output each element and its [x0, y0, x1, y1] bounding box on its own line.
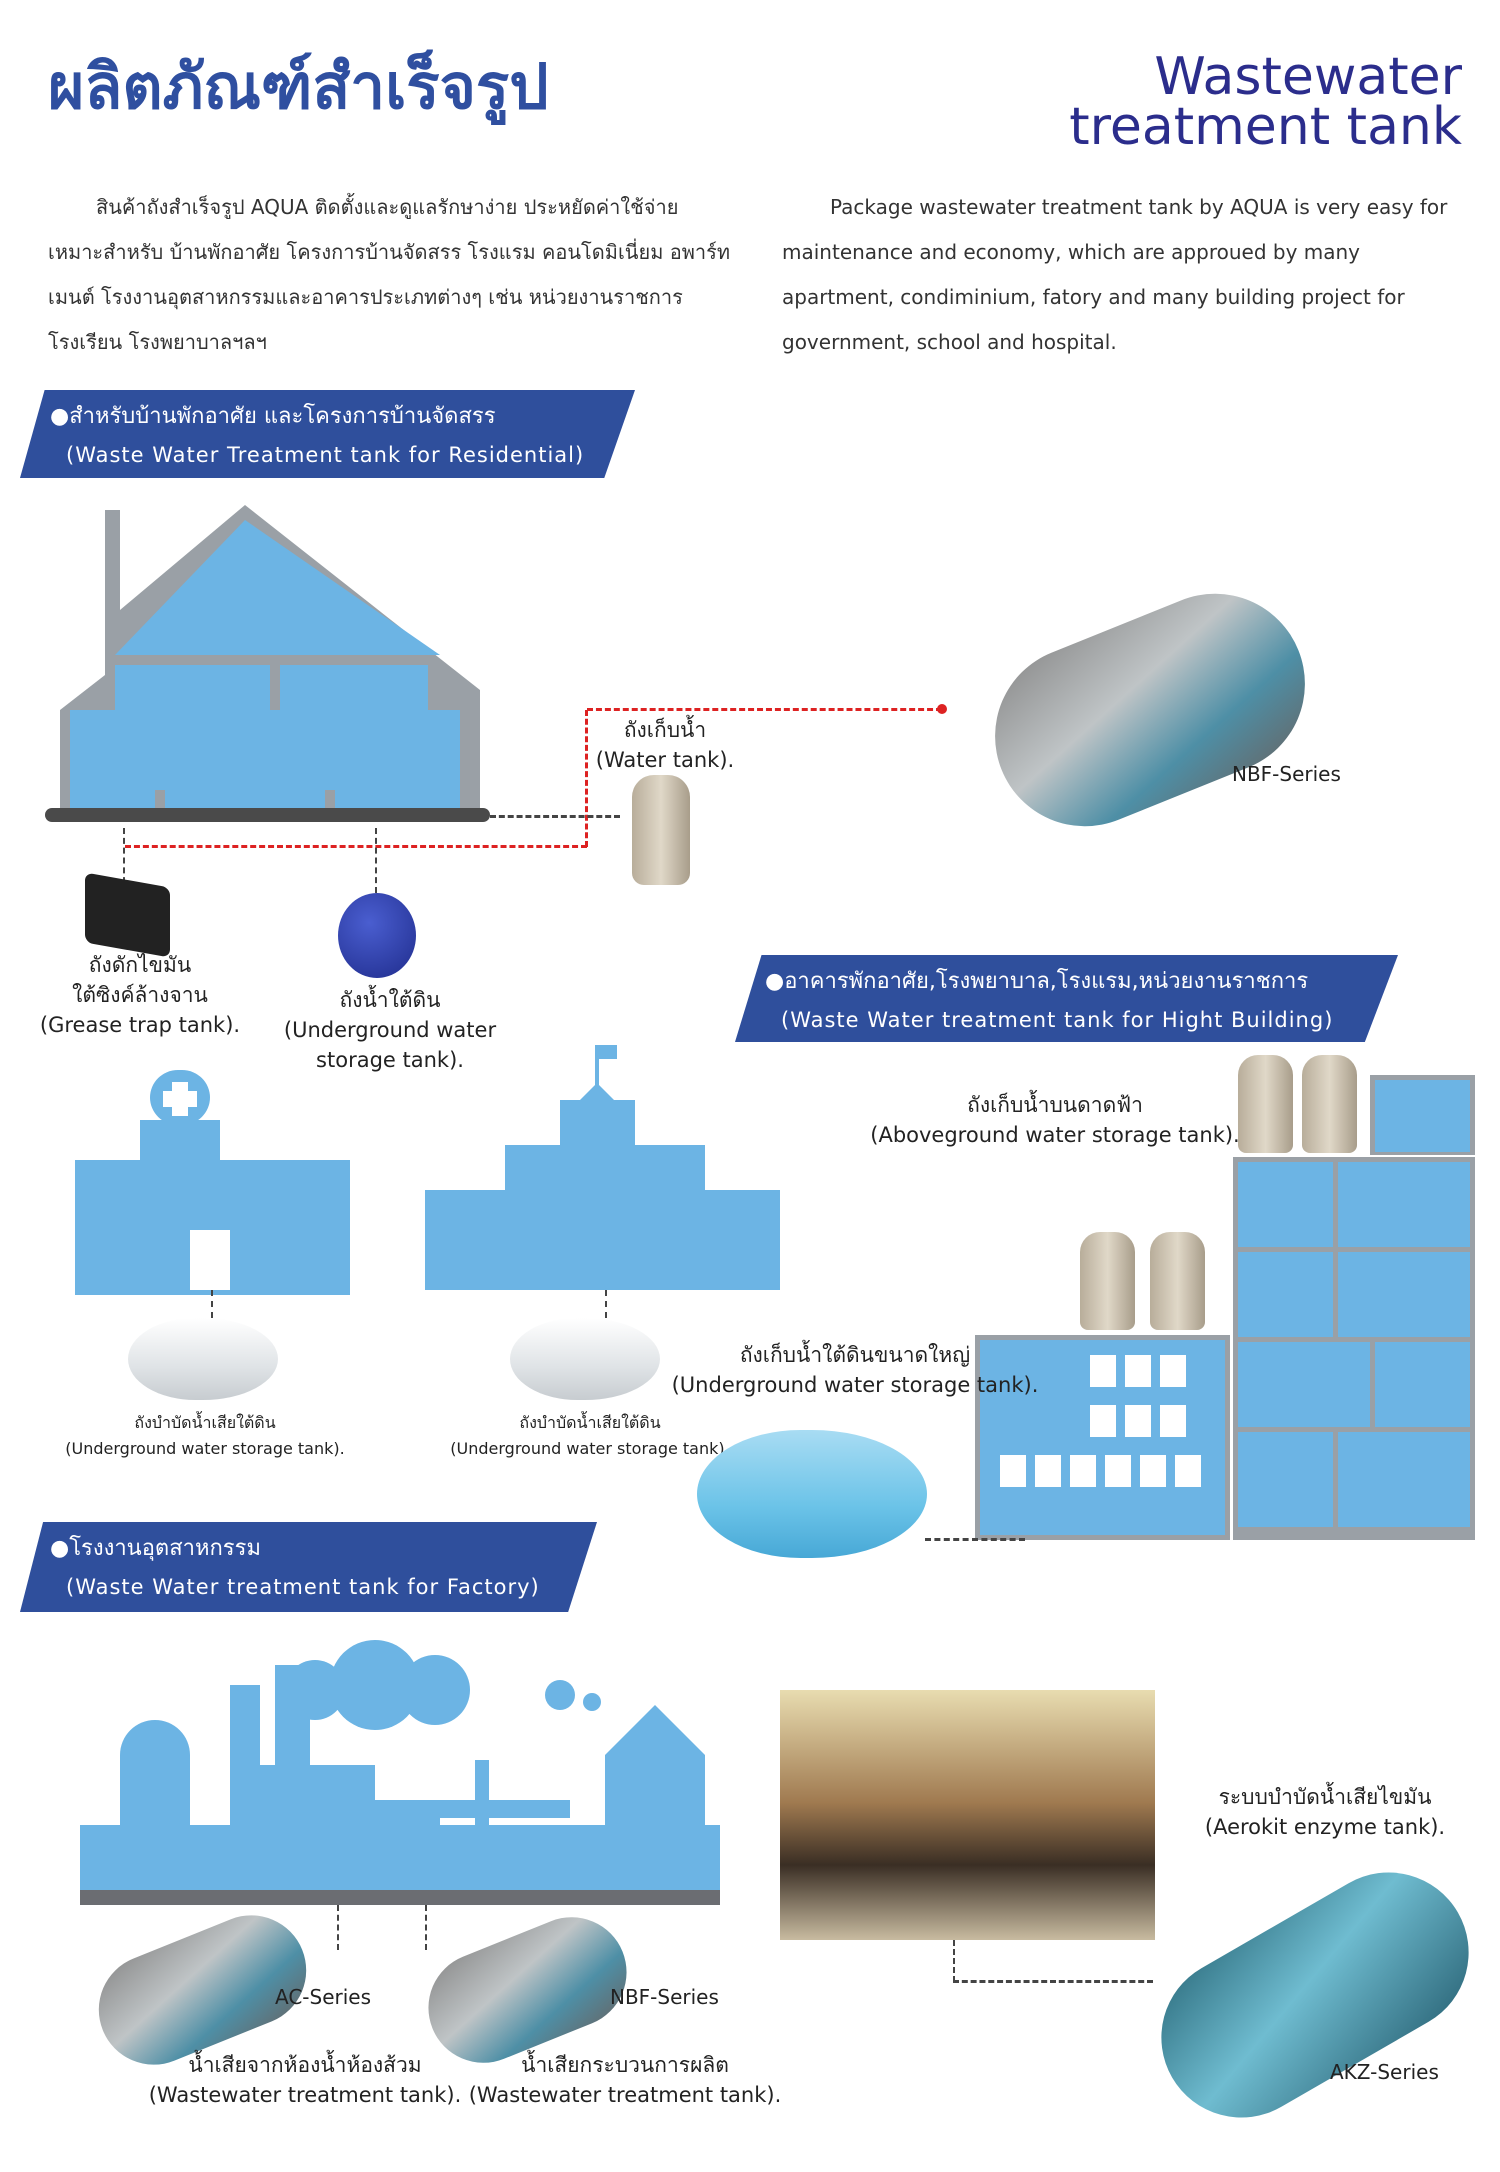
restaurant-photo — [780, 1690, 1155, 1940]
label-th: ระบบบำบัดน้ำเสียไขมัน — [1218, 1785, 1432, 1809]
process-wastewater-label: น้ำเสียกระบวนการผลิต (Wastewater treatmen… — [465, 2050, 785, 2110]
label-th: ถังเก็บน้ำ — [623, 718, 707, 742]
nbf-tank-image — [967, 566, 1333, 854]
label-en: (Wastewater treatment tank). — [148, 2083, 462, 2107]
nbf-series-label: NBF-Series — [1232, 762, 1341, 786]
connector-line — [605, 1290, 607, 1318]
label-en: (Wastewater treatment tank). — [468, 2083, 782, 2107]
high-building-illustration — [975, 1075, 1475, 1540]
label-en: (Aerokit enzyme tank). — [1204, 1815, 1446, 1839]
label-en: (Underground water — [283, 1018, 497, 1042]
label-en: (Underground water storage tank). — [450, 1439, 730, 1458]
rooftop-tank-image — [1150, 1232, 1205, 1330]
connector-line — [953, 1940, 955, 1982]
rooftop-tank-image — [1080, 1232, 1135, 1330]
label-en: storage tank). — [316, 1048, 464, 1072]
connector-line — [425, 1905, 427, 1950]
highbuilding-banner: ●อาคารพักอาศัย,โรงพยาบาล,โรงแรม,หน่วยงาน… — [735, 955, 1398, 1042]
label-th: ถังบำบัดน้ำเสียใต้ดิน — [134, 1413, 276, 1432]
label-en: (Underground water storage tank). — [671, 1373, 1039, 1397]
banner-title-th: ●สำหรับบ้านพักอาศัย และโครงการบ้านจัดสรร — [50, 404, 496, 429]
red-pipe-vertical — [585, 710, 588, 847]
label-th: น้ำเสียกระบวนการผลิต — [521, 2053, 729, 2077]
akz-tank-image — [1132, 1843, 1498, 2147]
banner-title-en: (Waste Water treatment tank for Factory) — [66, 1575, 540, 1599]
factory-illustration — [80, 1640, 720, 1905]
rooftop-tank-image — [1238, 1055, 1293, 1153]
connector-line — [337, 1905, 339, 1950]
label-th: ถังบำบัดน้ำเสียใต้ดิน — [519, 1413, 661, 1432]
big-underground-tank-image — [697, 1430, 927, 1558]
intro-thai: สินค้าถังสำเร็จรูป AQUA ติดตั้งและดูแลรั… — [48, 185, 733, 365]
school-illustration — [425, 1045, 780, 1290]
treatment-tank-label: ถังบำบัดน้ำเสียใต้ดิน (Underground water … — [55, 1410, 355, 1462]
connector-line — [211, 1290, 213, 1318]
banner-title-en: (Waste Water treatment tank for Hight Bu… — [781, 1008, 1334, 1032]
grease-trap-label: ถังดักไขมันใต้ซิงค์ล้างจาน (Grease trap t… — [30, 950, 250, 1040]
title-line-2: treatment tank — [1069, 97, 1462, 157]
grease-trap-image — [85, 872, 170, 958]
underground-tank-label: ถังน้ำใต้ดิน (Underground water storage ta… — [275, 985, 505, 1075]
label-th: ถังเก็บน้ำบนดาดฟ้า — [967, 1093, 1143, 1117]
banner-title-th: ●อาคารพักอาศัย,โรงพยาบาล,โรงแรม,หน่วยงาน… — [765, 969, 1309, 994]
intro-english-text: Package wastewater treatment tank by AQU… — [782, 195, 1448, 354]
connector-line — [490, 815, 620, 818]
toilet-wastewater-label: น้ำเสียจากห้องน้ำห้องส้วม (Wastewater tre… — [145, 2050, 465, 2110]
banner-title-en: (Waste Water Treatment tank for Resident… — [66, 443, 585, 467]
label-en: (Grease trap tank). — [39, 1013, 241, 1037]
hospital-illustration — [75, 1070, 350, 1295]
ground-bar — [45, 808, 490, 822]
water-tank-label: ถังเก็บน้ำ (Water tank). — [585, 715, 745, 775]
akz-series-label: AKZ-Series — [1330, 2060, 1439, 2084]
connector-line — [123, 828, 125, 893]
residential-banner: ●สำหรับบ้านพักอาศัย และโครงการบ้านจัดสรร… — [20, 390, 635, 478]
connector-line — [925, 1538, 1025, 1541]
house-illustration — [45, 505, 490, 822]
nbf-series-label: NBF-Series — [610, 1985, 719, 2009]
pipe-end-dot — [937, 704, 947, 714]
label-th: ใต้ซิงค์ล้างจาน — [72, 983, 208, 1007]
water-tank-image — [632, 775, 690, 885]
red-pipe-line — [125, 845, 587, 848]
title-line-1: Wastewater — [1154, 47, 1462, 107]
aerokit-label: ระบบบำบัดน้ำเสียไขมัน (Aerokit enzyme tan… — [1175, 1782, 1475, 1842]
red-pipe-to-tank — [587, 708, 942, 711]
connector-line — [375, 828, 377, 893]
factory-banner: ●โรงงานอุตสาหกรรม (Waste Water treatment… — [20, 1522, 597, 1612]
banner-title-th: ●โรงงานอุตสาหกรรม — [50, 1536, 261, 1561]
big-underground-tank-label: ถังเก็บน้ำใต้ดินขนาดใหญ่ (Underground wat… — [655, 1340, 1055, 1400]
aboveground-tank-label: ถังเก็บน้ำบนดาดฟ้า (Aboveground water sto… — [860, 1090, 1250, 1150]
label-th: ถังเก็บน้ำใต้ดินขนาดใหญ่ — [739, 1343, 971, 1367]
label-en: (Underground water storage tank). — [65, 1439, 345, 1458]
ac-series-label: AC-Series — [275, 1985, 372, 2009]
intro-thai-text: สินค้าถังสำเร็จรูป AQUA ติดตั้งและดูแลรั… — [48, 195, 731, 354]
page-title-thai: ผลิตภัณฑ์สำเร็จรูป — [48, 50, 549, 123]
treatment-tank-label: ถังบำบัดน้ำเสียใต้ดิน (Underground water … — [440, 1410, 740, 1462]
rooftop-tank-image — [1302, 1055, 1357, 1153]
intro-english: Package wastewater treatment tank by AQU… — [782, 185, 1467, 365]
label-en: (Aboveground water storage tank). — [870, 1123, 1240, 1147]
underground-tank-image — [338, 893, 416, 978]
label-th: ถังน้ำใต้ดิน — [339, 988, 441, 1012]
label-th: น้ำเสียจากห้องน้ำห้องส้วม — [188, 2053, 422, 2077]
label-th: ถังดักไขมัน — [88, 953, 192, 977]
treatment-tank-image — [128, 1318, 278, 1400]
treatment-tank-image — [510, 1318, 660, 1400]
connector-line — [953, 1980, 1153, 1983]
label-en: (Water tank). — [595, 748, 735, 772]
